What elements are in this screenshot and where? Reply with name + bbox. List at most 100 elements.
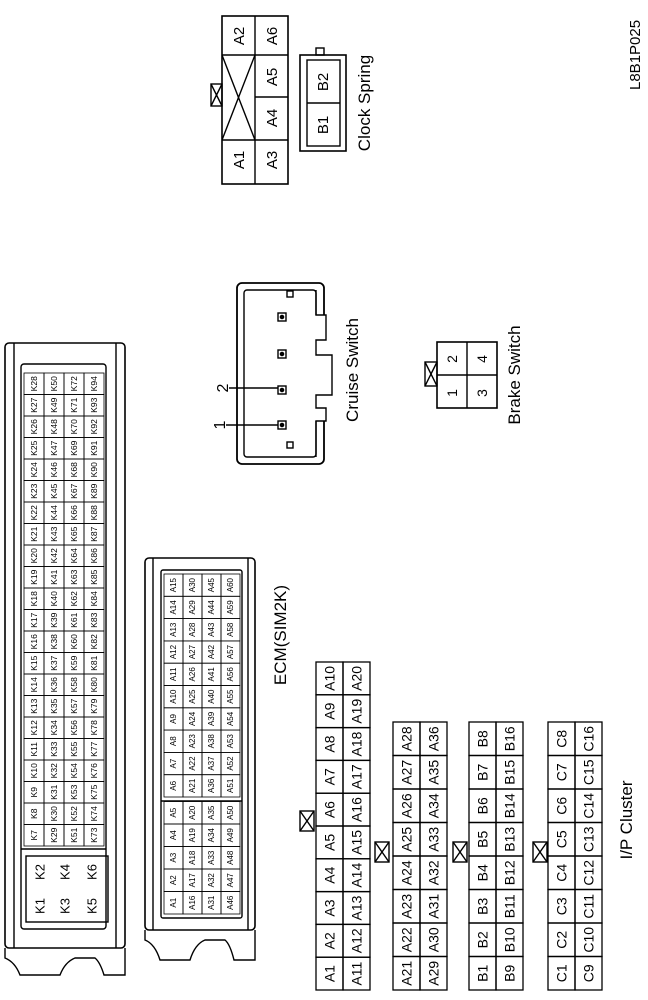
pin-label-k54: K54: [69, 763, 79, 778]
pin-label-a52: A52: [226, 756, 235, 771]
clock-spring-pin-a1: A1: [231, 151, 248, 169]
pin-label-c13: C13: [581, 826, 597, 852]
pin-label-k75: K75: [89, 784, 99, 799]
pin-label-a42: A42: [207, 644, 216, 659]
pin-label-c5: C5: [554, 830, 570, 848]
pin-label-a20: A20: [188, 805, 197, 820]
pin-label-k61: K61: [69, 612, 79, 627]
pin-label-a16: A16: [349, 797, 365, 822]
clock-spring-pin-a2: A2: [231, 27, 248, 45]
pin-label-a5: A5: [169, 807, 178, 817]
ecm-a-right-grid: A6A7A8A9A10A11A12A13A14A15A21A22A23A24A2…: [163, 573, 241, 798]
pin-label-a28: A28: [399, 726, 415, 751]
pin-label-k89: K89: [89, 483, 99, 498]
pin-label-c9: C9: [581, 964, 597, 982]
cruise-switch-connector: [226, 282, 333, 465]
pin-label-a5: A5: [322, 834, 338, 851]
pin-label-a8: A8: [322, 735, 338, 752]
pin-label-k16: K16: [29, 634, 39, 649]
pin-label-k74: K74: [89, 806, 99, 821]
pin-label-a7: A7: [169, 758, 178, 768]
pin-label-a20: A20: [349, 666, 365, 691]
clock-spring-pin-b2: B2: [315, 73, 332, 91]
pin-label-c10: C10: [581, 927, 597, 953]
cruise-switch-label: Cruise Switch: [343, 318, 362, 422]
pin-label-a54: A54: [226, 711, 235, 726]
pin-label-a2: A2: [169, 875, 178, 885]
pin-label-b15: B15: [502, 760, 518, 785]
pin-label-k93: K93: [89, 397, 99, 412]
pin-label-k9: K9: [29, 787, 39, 798]
pin-label-a25: A25: [188, 689, 197, 704]
pin-label-k43: K43: [49, 526, 59, 541]
pin-cell: [419, 955, 448, 991]
pin-label-a30: A30: [188, 577, 197, 592]
pin-label-a19: A19: [349, 699, 365, 724]
pin-label-a44: A44: [207, 600, 216, 615]
pin-label-a21: A21: [188, 778, 197, 793]
pin-label-k92: K92: [89, 419, 99, 434]
pin-cell: [495, 955, 524, 991]
pin-label-c2: C2: [554, 931, 570, 949]
pin-label-k53: K53: [69, 784, 79, 799]
pin-label-b5: B5: [475, 830, 491, 847]
pin-label-k7: K7: [29, 830, 39, 841]
pin-label-a14: A14: [169, 600, 178, 615]
clock-spring-pin-a6: A6: [264, 27, 281, 45]
pin-label-a46: A46: [226, 895, 235, 910]
pin-label-k21: K21: [29, 526, 39, 541]
pin-label-a34: A34: [426, 793, 442, 818]
pin-label-k19: K19: [29, 569, 39, 584]
pin-label-a9: A9: [169, 714, 178, 724]
pin-label-a21: A21: [399, 961, 415, 986]
pin-label-a34: A34: [207, 828, 216, 843]
pin-label-a31: A31: [426, 894, 442, 919]
pin-label-a35: A35: [426, 760, 442, 785]
pin-label-a2: A2: [322, 932, 338, 949]
clock-spring-pin-a4: A4: [264, 109, 281, 127]
pin-label-k80: K80: [89, 677, 99, 692]
pin-label-a49: A49: [226, 828, 235, 843]
pin-label-k62: K62: [69, 591, 79, 606]
pin-label-a32: A32: [426, 860, 442, 885]
pin-label-a15: A15: [169, 577, 178, 592]
pin-label-k81: K81: [89, 655, 99, 670]
ecm-label: ECM(SIM2K): [271, 585, 290, 685]
pin-label-a26: A26: [188, 667, 197, 682]
pin-label-k58: K58: [69, 677, 79, 692]
pin-label-k37: K37: [49, 655, 59, 670]
pin-label-k40: K40: [49, 591, 59, 606]
brake-pin-1: 1: [444, 389, 460, 397]
pin-label-b3: B3: [475, 897, 491, 914]
pin-label-c12: C12: [581, 860, 597, 886]
pin-label-k64: K64: [69, 548, 79, 563]
clock-spring-pin-a3: A3: [264, 151, 281, 169]
pin-label-k88: K88: [89, 505, 99, 520]
pin-label-a39: A39: [207, 711, 216, 726]
pin-label-a11: A11: [169, 667, 178, 681]
ecm-a-left-grid: A1A2A3A4A5A16A17A18A19A20A31A32A33A34A35…: [163, 801, 241, 915]
pin-label-a57: A57: [226, 644, 235, 659]
pin-label-a59: A59: [226, 600, 235, 615]
pin-label-a7: A7: [322, 768, 338, 785]
pin-label-k33: K33: [49, 741, 59, 756]
pin-label-k24: K24: [29, 462, 39, 477]
pin-label-a1: A1: [169, 897, 178, 907]
pin-label-k73: K73: [89, 827, 99, 842]
pin-label-a33: A33: [426, 827, 442, 852]
pin-label-k52: K52: [69, 806, 79, 821]
pin-label-k26: K26: [29, 419, 39, 434]
pin-label-k85: K85: [89, 569, 99, 584]
pin-label-a50: A50: [226, 805, 235, 820]
pin-label-a18: A18: [349, 731, 365, 756]
pin-label-c7: C7: [554, 763, 570, 781]
pin-label-a27: A27: [399, 760, 415, 785]
pin-label-k29: K29: [49, 827, 59, 842]
pin-label-a55: A55: [226, 689, 235, 704]
pin-label-k13: K13: [29, 698, 39, 713]
pin-label-k38: K38: [49, 634, 59, 649]
pin-label-a4: A4: [169, 830, 178, 840]
pin-label-b13: B13: [502, 827, 518, 852]
